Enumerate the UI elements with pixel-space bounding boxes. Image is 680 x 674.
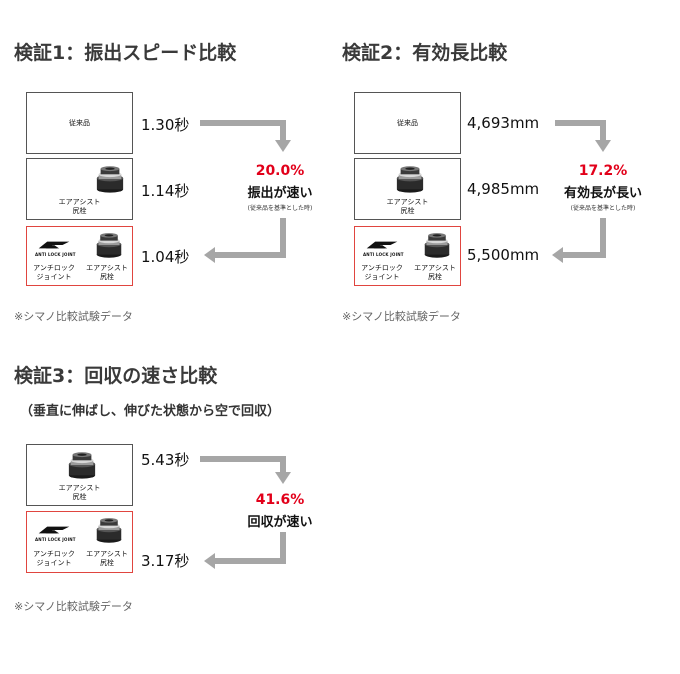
- section-3-note: ※シマノ比較試験データ: [14, 600, 133, 613]
- air-assist-label: エアアシスト 尻栓: [86, 264, 128, 281]
- air-assist-box: エアアシスト 尻栓: [26, 444, 133, 506]
- conventional-box: 従来品: [354, 92, 461, 154]
- section-1-result: 振出が速い: [247, 186, 313, 201]
- section-2-value-1: 4,693mm: [467, 114, 540, 132]
- air-assist-label: エアアシスト 尻栓: [58, 484, 101, 501]
- air-assist-label: エアアシスト 尻栓: [386, 198, 429, 215]
- section-2-value-2: 4,985mm: [467, 180, 540, 198]
- anti-lock-label: アンチロック ジョイント: [33, 264, 75, 281]
- section-3-title: 検証3：回収の速さ比較: [14, 365, 218, 387]
- air-assist-box: エアアシスト 尻栓: [354, 158, 461, 220]
- air-assist-label: エアアシスト 尻栓: [58, 198, 101, 215]
- section-1-title: 検証1：振出スピード比較: [14, 42, 237, 64]
- air-assist-label: エアアシスト 尻栓: [86, 550, 128, 567]
- air-assist-label: エアアシスト 尻栓: [414, 264, 456, 281]
- section-3-subtitle: （垂直に伸ばし、伸びた状態から空で回収）: [20, 404, 281, 419]
- anti-lock-combo-box: ANTI LOCK JOINT アンチロック ジョイント エアアシスト 尻栓: [26, 511, 133, 573]
- section-2-basis: (従来品を基準とした時): [570, 205, 636, 212]
- section-2-percent: 17.2%: [578, 163, 628, 179]
- section-1-value-1: 1.30秒: [141, 116, 190, 134]
- section-2-note: ※シマノ比較試験データ: [342, 310, 461, 323]
- section-1-value-2: 1.14秒: [141, 182, 190, 200]
- anti-lock-combo-box: ANTI LOCK JOINT アンチロック ジョイント エアアシスト 尻栓: [26, 226, 133, 286]
- anti-lock-joint-logo-text: ANTI LOCK JOINT: [35, 252, 76, 257]
- section-1-percent: 20.0%: [255, 163, 305, 179]
- anti-lock-label: アンチロック ジョイント: [33, 550, 75, 567]
- section-2-title: 検証2：有効長比較: [342, 42, 508, 64]
- section-1-value-3: 1.04秒: [141, 248, 190, 266]
- anti-lock-joint-logo-text: ANTI LOCK JOINT: [363, 252, 404, 257]
- air-assist-box: エアアシスト 尻栓: [26, 158, 133, 220]
- section-1-basis: (従来品を基準とした時): [247, 205, 313, 212]
- anti-lock-label: アンチロック ジョイント: [361, 264, 403, 281]
- section-1-note: ※シマノ比較試験データ: [14, 310, 133, 323]
- section-3-value-1: 5.43秒: [141, 451, 190, 469]
- section-2-value-3: 5,500mm: [467, 246, 540, 264]
- section-3-result: 回収が速い: [247, 515, 313, 530]
- anti-lock-joint-logo-text: ANTI LOCK JOINT: [35, 537, 76, 542]
- section-3-value-2: 3.17秒: [141, 552, 190, 570]
- conventional-box: 従来品: [26, 92, 133, 154]
- section-2-result: 有効長が長い: [563, 186, 642, 201]
- conventional-label: 従来品: [397, 119, 418, 127]
- section-3-percent: 41.6%: [255, 492, 305, 508]
- anti-lock-combo-box: ANTI LOCK JOINT アンチロック ジョイント エアアシスト 尻栓: [354, 226, 461, 286]
- conventional-label: 従来品: [69, 119, 90, 127]
